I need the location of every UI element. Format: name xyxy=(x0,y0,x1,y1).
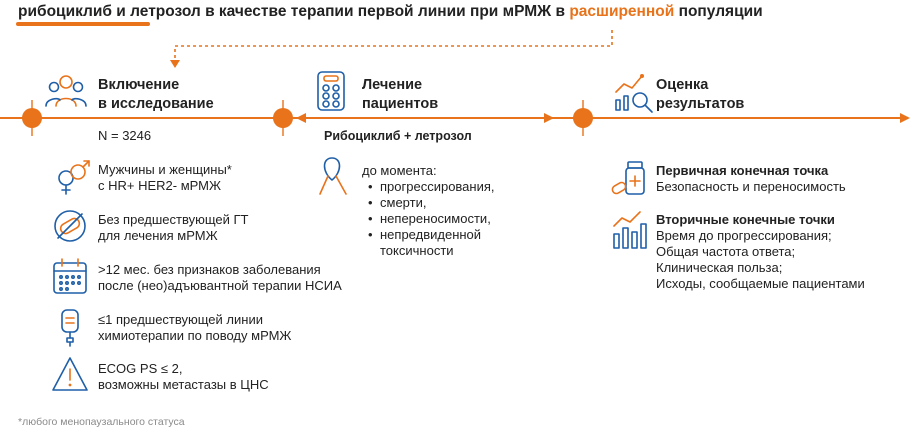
enrollment-title: Включение в исследование xyxy=(98,77,214,112)
pill-blister-icon xyxy=(317,71,345,111)
title-text-end: популяции xyxy=(674,3,763,20)
footnote: *любого менопаузального статуса xyxy=(18,416,185,428)
secondary-endpoint-text: Время до прогрессирования; Общая частота… xyxy=(656,228,865,291)
iv-bag-icon xyxy=(61,309,79,347)
list-item: непереносимости, xyxy=(366,211,495,227)
no-pills-icon xyxy=(54,210,86,242)
list-item: прогрессирования, xyxy=(366,179,495,195)
calendar-icon xyxy=(53,258,87,294)
outcomes-title: Оценка результатов xyxy=(656,77,745,112)
timeline-node-treatment xyxy=(273,100,293,136)
criterion-ecog: ECOG PS ≤ 2, возможны метастазы в ЦНС xyxy=(98,361,269,392)
list-item: непредвиденной токсичности xyxy=(366,227,495,259)
analytics-icon xyxy=(615,74,653,113)
secondary-endpoint-label: Вторичные конечные точки xyxy=(656,212,835,227)
sample-size: N = 3246 xyxy=(98,128,152,143)
criterion-disease-free: >12 мес. без признаков заболевания после… xyxy=(98,262,342,293)
timeline-node-outcomes xyxy=(573,100,593,136)
regimen-label: Рибоциклиб + летрозол xyxy=(324,129,472,143)
criterion-no-prior-ht: Без предшествующей ГТ для лечения мРМЖ xyxy=(98,212,249,243)
criterion-gender: Мужчины и женщины* с HR+ HER2- мРМЖ xyxy=(98,162,232,193)
treatment-title: Лечение пациентов xyxy=(362,77,439,112)
dotted-connector xyxy=(174,30,613,62)
primary-endpoint-label: Первичная конечная точка xyxy=(656,163,829,178)
gender-icon xyxy=(58,160,90,195)
primary-endpoint-text: Безопасность и переносимость xyxy=(656,179,846,194)
timeline-arrowhead xyxy=(900,113,910,123)
treatment-stop-list: прогрессирования, смерти, непереносимост… xyxy=(366,179,495,259)
warning-icon xyxy=(52,357,88,391)
awareness-ribbon-icon xyxy=(319,157,347,195)
treatment-until: до момента: xyxy=(362,163,437,178)
list-item: смерти, xyxy=(366,195,495,211)
title-highlight: расширенной xyxy=(569,3,675,20)
title-text: рибоциклиб и летрозол в качестве терапии… xyxy=(18,3,570,20)
medicine-icon xyxy=(611,161,645,195)
bar-chart-icon xyxy=(613,211,647,249)
page-title: рибоциклиб и летрозол в качестве терапии… xyxy=(18,3,763,21)
treatment-arrow-left-head xyxy=(296,113,306,123)
treatment-arrow-right-head xyxy=(544,113,554,123)
timeline-node-enrollment xyxy=(22,100,42,136)
title-underline xyxy=(16,22,150,26)
criterion-chemo-lines: ≤1 предшествующей линии химиотерапии по … xyxy=(98,312,292,343)
connector-arrowhead xyxy=(170,60,180,68)
people-group-icon xyxy=(45,75,87,107)
